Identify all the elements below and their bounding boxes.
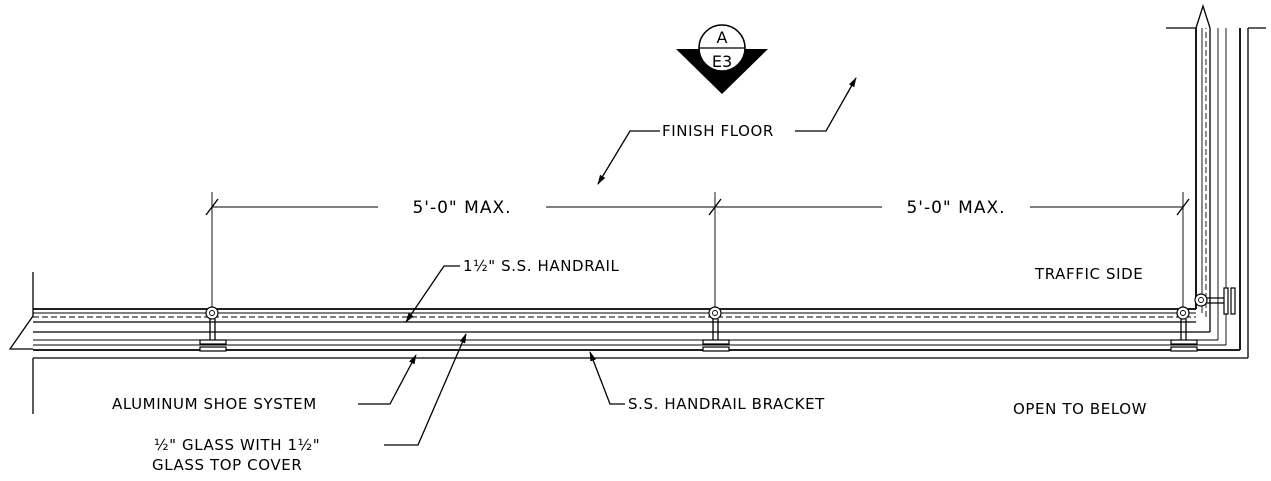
railing-assembly: [8, 3, 1266, 414]
handrail-bracket-3: [1170, 306, 1198, 352]
section-marker[interactable]: A E3: [676, 24, 768, 94]
section-marker-letter: A: [717, 28, 728, 47]
dimension-left-label: 5'-0" MAX.: [412, 198, 511, 218]
traffic-side-label: TRAFFIC SIDE: [1034, 265, 1143, 283]
handrail-label: 1½" S.S. HANDRAIL: [463, 257, 620, 275]
shoe-system-label: ALUMINUM SHOE SYSTEM: [112, 395, 317, 413]
handrail-callout: 1½" S.S. HANDRAIL: [405, 257, 620, 323]
bracket-label: S.S. HANDRAIL BRACKET: [628, 395, 825, 413]
dimension-line: 5'-0" MAX. 5'-0" MAX.: [205, 192, 1190, 312]
glass-callout: ½" GLASS WITH 1½" GLASS TOP COVER: [152, 333, 467, 474]
finish-floor-label: FINISH FLOOR: [662, 122, 774, 140]
finish-floor-callout: FINISH FLOOR: [597, 77, 857, 185]
glass-label-line2: GLASS TOP COVER: [152, 456, 302, 474]
shoe-system-callout: ALUMINUM SHOE SYSTEM: [112, 354, 417, 413]
bracket-callout: S.S. HANDRAIL BRACKET: [589, 351, 825, 413]
glass-label-line1: ½" GLASS WITH 1½": [154, 436, 320, 454]
section-marker-sheet: E3: [712, 52, 732, 71]
open-below-label: OPEN TO BELOW: [1013, 400, 1147, 418]
handrail-bracket-1: [199, 306, 227, 352]
dimension-right-label: 5'-0" MAX.: [906, 198, 1005, 218]
handrail-bracket-corner: [1194, 287, 1236, 315]
handrail-bracket-2: [702, 306, 730, 352]
